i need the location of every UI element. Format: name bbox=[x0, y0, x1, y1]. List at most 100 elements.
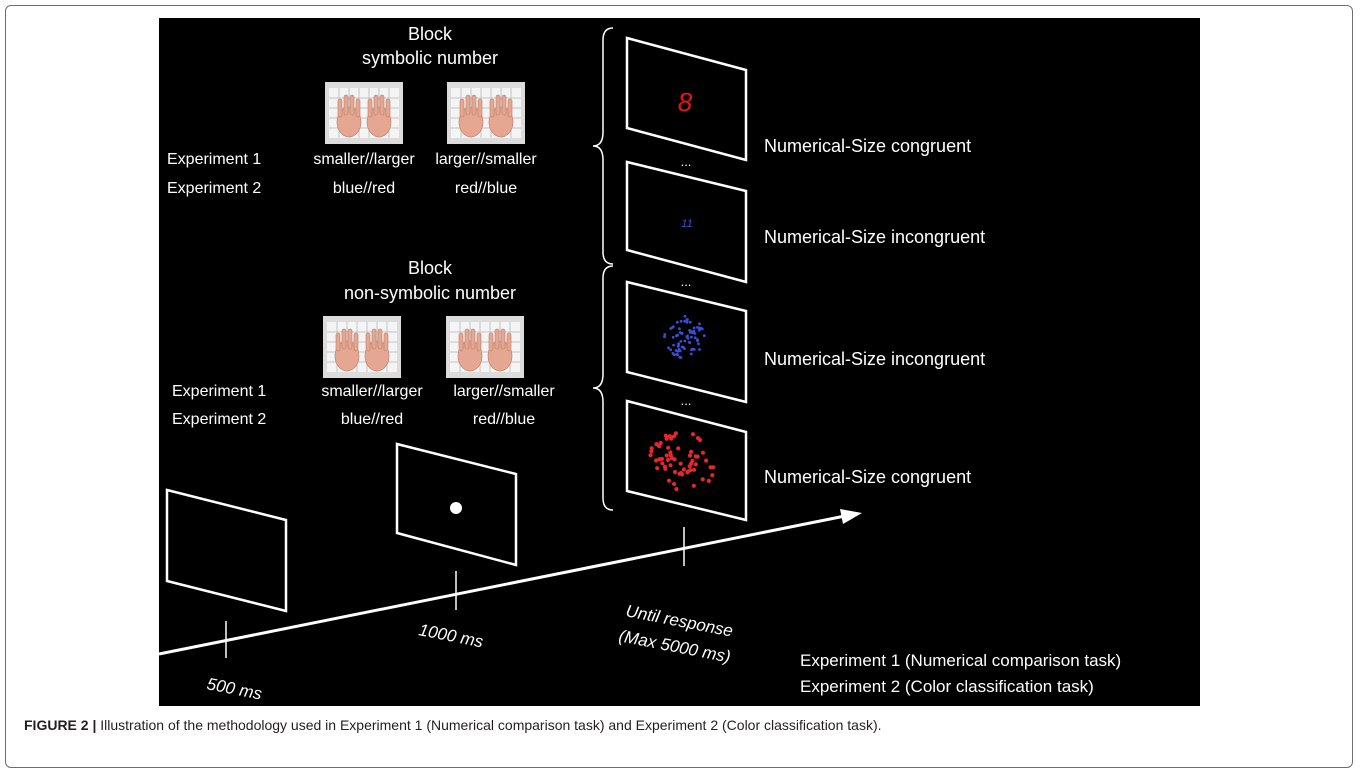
stimulus-dot bbox=[667, 346, 670, 350]
stimulus-dot bbox=[676, 353, 680, 357]
stimulus-dot bbox=[649, 446, 654, 451]
dot-cloud-blue bbox=[663, 314, 706, 359]
stimulus-dot bbox=[677, 347, 681, 351]
stimulus-dot bbox=[649, 449, 654, 454]
stimulus-dot bbox=[668, 453, 673, 458]
timeline-arrow-head bbox=[840, 509, 862, 524]
timeline-axis bbox=[158, 513, 851, 656]
experiment-1-label: Experiment 1 bbox=[167, 151, 261, 168]
stimulus-dot bbox=[706, 478, 711, 483]
stimulus-dot bbox=[681, 467, 687, 472]
stimulus-dot bbox=[663, 335, 666, 339]
stimulus-dot bbox=[686, 337, 690, 340]
legend-experiment-1: Experiment 1 (Numerical comparison task) bbox=[800, 651, 1121, 670]
stimulus-dot bbox=[692, 467, 697, 472]
stimulus-dot bbox=[689, 449, 694, 454]
stimulus-dot bbox=[690, 458, 695, 463]
stimulus-screen bbox=[625, 160, 748, 284]
experiment-2-label: Experiment 2 bbox=[167, 180, 261, 197]
stimulus-dot bbox=[657, 444, 662, 449]
stimulus-screen bbox=[625, 36, 748, 162]
response-mapping-left: blue//red bbox=[341, 411, 403, 428]
stimulus-dot bbox=[688, 340, 691, 344]
stimulus-dot bbox=[648, 453, 653, 458]
stimulus-dot bbox=[678, 461, 683, 466]
stimulus-condition-label: Numerical-Size incongruent bbox=[764, 349, 985, 369]
stimulus-dot bbox=[688, 468, 693, 473]
stimulus-condition-label: Numerical-Size congruent bbox=[764, 136, 971, 156]
stimulus-dot bbox=[680, 332, 683, 335]
stimulus-dot bbox=[689, 352, 693, 356]
response-mapping-right: red//blue bbox=[473, 411, 535, 428]
stimulus-dot bbox=[664, 453, 669, 458]
stimulus-dot bbox=[671, 434, 677, 439]
ellipsis: ... bbox=[681, 393, 692, 408]
figure-label: FIGURE 2 | bbox=[24, 717, 97, 733]
stimulus-dot bbox=[697, 328, 701, 332]
stimulus-dot bbox=[672, 469, 678, 475]
response-mapping-right: larger//smaller bbox=[453, 383, 555, 400]
response-mapping-right: red//blue bbox=[455, 180, 517, 197]
stimulus-dot bbox=[688, 320, 692, 324]
experiment-2-label: Experiment 2 bbox=[172, 411, 266, 428]
response-mapping-left: smaller//larger bbox=[321, 383, 423, 400]
stimulus-dot bbox=[696, 326, 699, 329]
response-mapping-left: blue//red bbox=[333, 180, 395, 197]
fixation-dot bbox=[450, 502, 462, 514]
dot-cloud-red bbox=[648, 431, 716, 492]
stimulus-screen bbox=[625, 399, 748, 522]
block-nonsymbolic-title: Block bbox=[408, 258, 453, 278]
stimulus-dot bbox=[666, 478, 672, 483]
stimulus-dot bbox=[655, 466, 660, 471]
stimulus-dot bbox=[693, 336, 697, 340]
stimulus-dot bbox=[665, 457, 671, 463]
stimulus-dot bbox=[679, 340, 683, 343]
stimulus-dot bbox=[668, 450, 673, 455]
stimulus-dot bbox=[668, 463, 673, 468]
stimulus-dot bbox=[700, 450, 706, 455]
stimulus-dot bbox=[702, 334, 706, 337]
keyboard-hands-image bbox=[324, 81, 404, 145]
stimulus-dot bbox=[672, 343, 675, 347]
stimulus-dot bbox=[693, 462, 698, 467]
stimulus-dot bbox=[683, 347, 686, 350]
stimulus-digit: 8 bbox=[678, 87, 693, 117]
stimulus-dot bbox=[698, 322, 701, 326]
block-symbolic-title: Block bbox=[408, 24, 453, 44]
stimulus-dot bbox=[671, 325, 675, 329]
stimulus-screen bbox=[625, 280, 748, 404]
stimulus-dot bbox=[671, 352, 675, 355]
stimulus-dot bbox=[683, 339, 687, 343]
stimulus-dot bbox=[697, 342, 700, 346]
stimulus-dot bbox=[654, 458, 659, 463]
stimulus-condition-label: Numerical-Size incongruent bbox=[764, 227, 985, 247]
stimulus-dot bbox=[697, 437, 703, 443]
response-mapping-right: larger//smaller bbox=[435, 151, 537, 168]
stimulus-dot bbox=[675, 320, 679, 324]
stimulus-dot bbox=[677, 471, 682, 476]
stimulus-dot bbox=[700, 327, 703, 330]
stimulus-dot bbox=[676, 333, 679, 337]
stimulus-dot bbox=[691, 483, 696, 488]
stimulus-dot bbox=[693, 454, 698, 459]
stimulus-dot bbox=[674, 486, 679, 492]
stimulus-dot bbox=[676, 446, 681, 451]
stimulus-dot bbox=[671, 335, 675, 339]
ellipsis: ... bbox=[681, 274, 692, 289]
stimulus-dot bbox=[660, 461, 665, 466]
block-nonsymbolic-subtitle: non-symbolic number bbox=[344, 283, 516, 303]
stimulus-dot bbox=[698, 348, 701, 351]
stimulus-dot bbox=[664, 436, 669, 441]
legend-experiment-2: Experiment 2 (Color classification task) bbox=[800, 677, 1094, 696]
stimulus-digit: 11 bbox=[681, 218, 692, 230]
stimulus-dot bbox=[693, 332, 697, 335]
stimulus-dot bbox=[690, 335, 693, 339]
keyboard-hands-image bbox=[445, 315, 525, 379]
stimulus-dot bbox=[687, 453, 693, 458]
stimulus-dot bbox=[692, 329, 696, 333]
stimulus-dot bbox=[683, 319, 687, 323]
figure-caption: FIGURE 2 | Illustration of the methodolo… bbox=[24, 717, 1334, 733]
stimulus-dot bbox=[700, 477, 705, 482]
stimulus-dot bbox=[672, 481, 677, 487]
